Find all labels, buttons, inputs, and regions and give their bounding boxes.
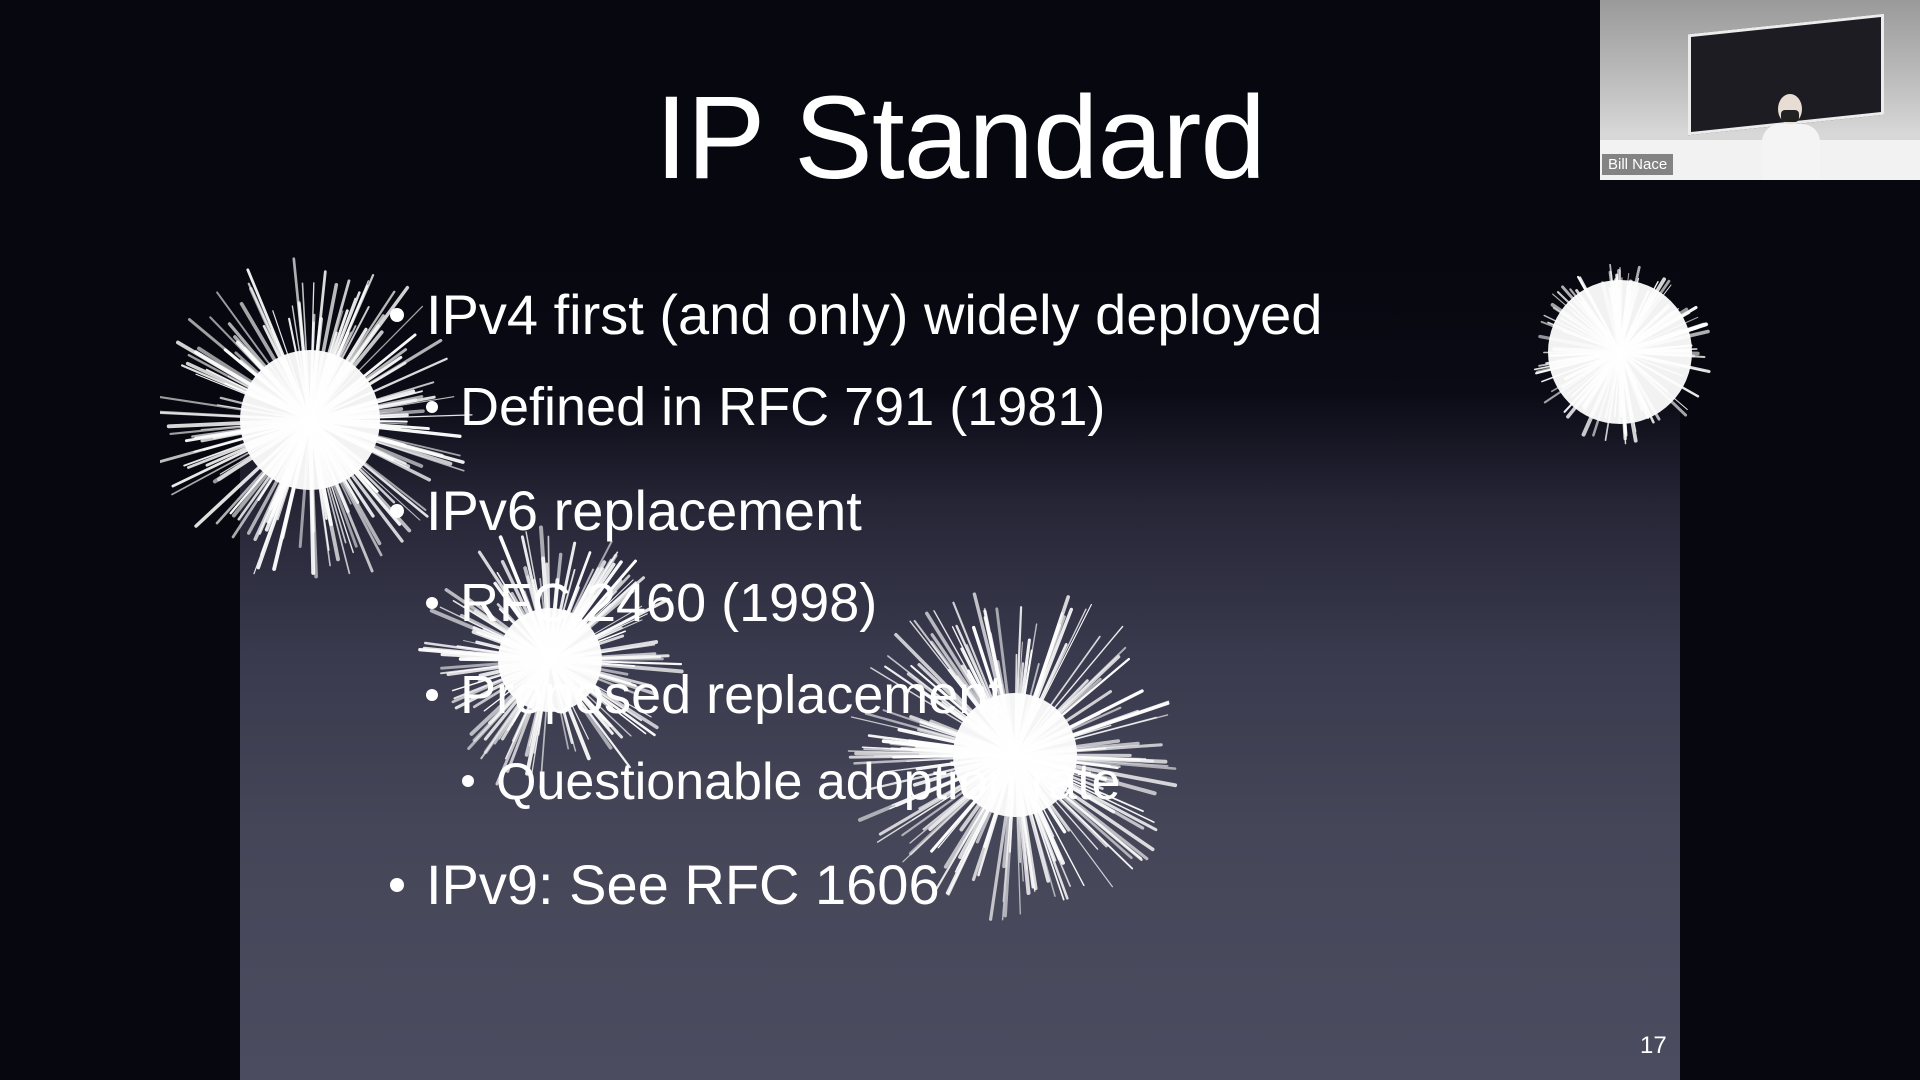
bullet-text: Defined in RFC 791 (1981) — [460, 377, 1106, 437]
bullet-text: Questionable adoption rate — [496, 753, 1121, 811]
bullet-dot-icon — [426, 688, 438, 701]
bullet-dot-icon — [426, 596, 438, 609]
page-number: 17 — [1640, 1032, 1667, 1059]
bullet-item: IPv4 first (and only) widely deployed — [390, 282, 1322, 347]
bullet-item: IPv6 replacement — [390, 478, 862, 543]
bullet-dot-icon — [462, 775, 474, 788]
participant-name: Bill Nace — [1602, 154, 1674, 175]
bullet-dot-icon — [390, 308, 404, 323]
bullet-dot-icon — [390, 504, 404, 519]
bullet-dot-icon — [390, 878, 404, 893]
webcam-thumbnail[interactable]: Bill Nace — [1600, 0, 1920, 180]
bullet-item: Defined in RFC 791 (1981) — [426, 376, 1105, 438]
bullet-item: Questionable adoption rate — [462, 752, 1120, 812]
presenter-mask — [1781, 110, 1799, 122]
bullet-dot-icon — [426, 400, 438, 413]
bullet-text: IPv4 first (and only) widely deployed — [426, 283, 1323, 346]
presenter-body — [1762, 124, 1820, 180]
bullet-item: RFC 2460 (1998) — [426, 572, 877, 634]
bullet-text: RFC 2460 (1998) — [460, 573, 878, 633]
slide-title: IP Standard — [654, 72, 1266, 204]
bullet-item: IPv9: See RFC 1606 — [390, 852, 940, 917]
bullet-text: IPv9: See RFC 1606 — [426, 853, 940, 916]
bullet-text: IPv6 replacement — [426, 479, 862, 542]
bullet-text: Proposed replacement — [460, 665, 1004, 725]
bullet-item: Proposed replacement — [426, 664, 1003, 726]
